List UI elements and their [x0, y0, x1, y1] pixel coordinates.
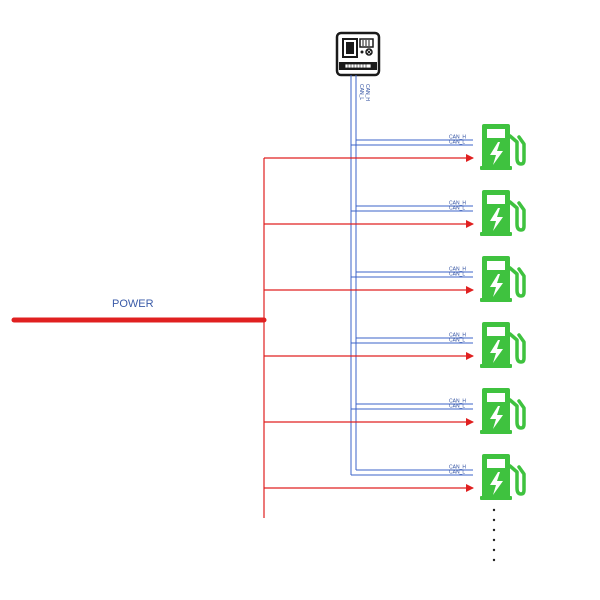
- ellipsis-dot: [492, 518, 496, 522]
- can-l-label: CAN_L: [449, 338, 465, 344]
- bus-can-h-label: CAN_H: [364, 84, 370, 101]
- can-h-label: CAN_H: [449, 201, 466, 207]
- more-chargers-ellipsis: [492, 508, 496, 562]
- ellipsis-dot: [492, 538, 496, 542]
- power-label: POWER: [112, 298, 154, 310]
- ellipsis-dot: [492, 528, 496, 532]
- can-h-label: CAN_H: [449, 399, 466, 405]
- can-h-label: CAN_H: [449, 267, 466, 273]
- ev-charger-icon[interactable]: [480, 322, 526, 368]
- can-l-label: CAN_L: [449, 206, 465, 212]
- can-h-label: CAN_H: [449, 465, 466, 471]
- ev-charger-icon[interactable]: [480, 454, 526, 500]
- ellipsis-dot: [492, 558, 496, 562]
- ev-charger-icon[interactable]: [480, 256, 526, 302]
- ev-charger-icon[interactable]: [480, 124, 526, 170]
- can-l-label: CAN_L: [449, 272, 465, 278]
- ellipsis-dot: [492, 508, 496, 512]
- can-h-label: CAN_H: [449, 333, 466, 339]
- can-l-label: CAN_L: [449, 140, 465, 146]
- ev-charger-icon[interactable]: [480, 388, 526, 434]
- can-l-label: CAN_L: [449, 470, 465, 476]
- charger-list: CAN_HCAN_LCAN_HCAN_LCAN_HCAN_LCAN_HCAN_L…: [264, 124, 526, 500]
- can-l-label: CAN_L: [449, 404, 465, 410]
- can-h-label: CAN_H: [449, 135, 466, 141]
- controller-unit-icon[interactable]: [335, 31, 381, 77]
- ev-charger-icon[interactable]: [480, 190, 526, 236]
- bus-can-l-label: CAN_L: [358, 84, 364, 100]
- ellipsis-dot: [492, 548, 496, 552]
- can-bus-trunk: [350, 75, 357, 475]
